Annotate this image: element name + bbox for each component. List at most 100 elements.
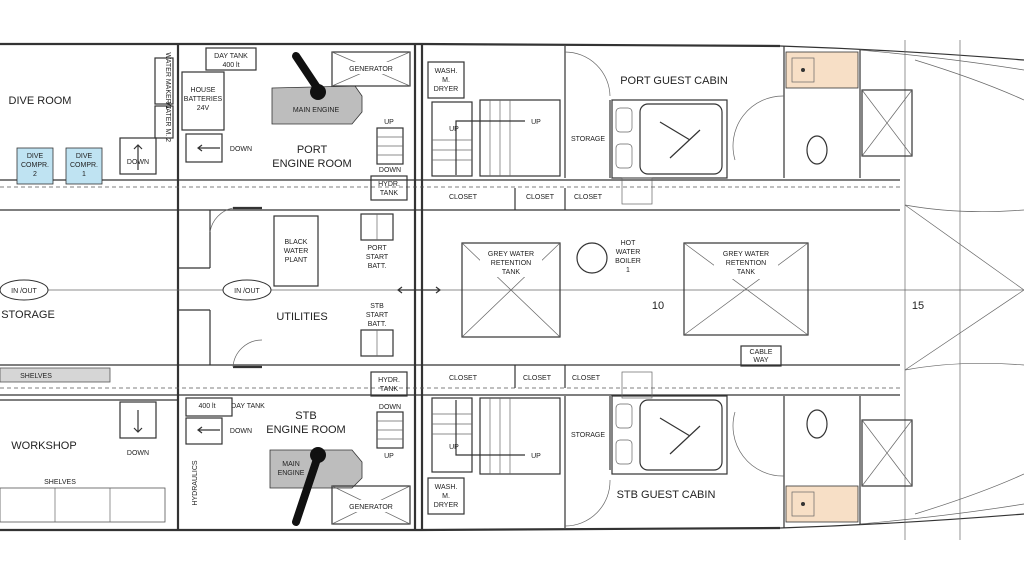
grey-tank-aft-label-b: RETENTION [491, 260, 531, 267]
stair-stb-engine-down: DOWN [379, 404, 401, 411]
port-start-batt-label-b: START [366, 254, 389, 261]
shelves-label: SHELVES [20, 373, 52, 380]
water-maker-1-label: WATER MAKER 1 [164, 52, 171, 109]
boiler-label-b: WATER [616, 249, 641, 256]
dive-compr-2-label-c: 2 [33, 171, 37, 178]
wash-dryer-stb-label-b: M. [442, 493, 450, 500]
grey-water-tank-fwd [683, 242, 809, 336]
shower-stb [861, 419, 913, 487]
hydraulics-label: HYDRAULICS [192, 460, 199, 505]
room-stb-engine-1: STB [295, 410, 316, 422]
room-port-engine-1: PORT [297, 144, 328, 156]
closet-stb-2: CLOSET [523, 375, 552, 382]
shelves-label-2: SHELVES [44, 479, 76, 486]
shower-port [861, 89, 913, 157]
shelves: SHELVES SHELVES [0, 367, 166, 523]
hydr-tank-port-label-a: HYDR. [378, 181, 400, 188]
hatch-down-dive-label: DOWN [127, 159, 149, 166]
room-dive-room: DIVE ROOM [9, 95, 72, 107]
in-out-storage-label: IN /OUT [11, 288, 37, 295]
dive-compr-1-label: DIVE [76, 153, 93, 160]
boiler-label-a: HOT [621, 240, 637, 247]
stair-port-cabin-up-1: UP [449, 126, 459, 133]
main-engine-port-label: MAIN ENGINE [293, 107, 340, 114]
bulkheads [0, 44, 1024, 530]
generator-stb-label: GENERATOR [349, 504, 393, 511]
black-water-plant [273, 215, 319, 287]
hatch-down-dive[interactable] [119, 137, 157, 175]
stair-port-cabin-up-2: UP [531, 119, 541, 126]
dive-compr-1-label-c: 1 [82, 171, 86, 178]
sink-stb [785, 485, 859, 523]
hatch-down-stb-engine[interactable] [185, 417, 223, 445]
wash-dryer-stb-label-c: DRYER [434, 502, 458, 509]
dive-compressor-2 [16, 147, 54, 185]
port-start-batt-label-c: BATT. [368, 263, 387, 270]
grey-tank-fwd-label-a: GREY WATER [723, 251, 769, 258]
day-tank-stb-volume: 400 lt [198, 403, 215, 410]
shelves-bottom [0, 487, 166, 523]
closet-port-3: CLOSET [574, 194, 603, 201]
room-port-engine-2: ENGINE ROOM [272, 158, 351, 170]
frame-15: 15 [912, 300, 924, 312]
cable-way-label-a: CABLE [750, 349, 773, 356]
house-batteries-label-c: 24V [197, 105, 210, 112]
hydr-tank-port [370, 175, 408, 201]
hatch-down-port-engine[interactable] [185, 133, 223, 163]
wash-dryer-port-label-b: M. [442, 77, 450, 84]
day-tank-stb [185, 397, 233, 417]
room-storage: STORAGE [1, 309, 55, 321]
stair-stb-engine-up: UP [384, 453, 394, 460]
room-workshop: WORKSHOP [11, 440, 76, 452]
wash-dryer-stb [427, 477, 465, 515]
hydr-tank-port-label-b: TANK [380, 190, 398, 197]
room-port-guest-cabin: PORT GUEST CABIN [620, 75, 728, 87]
in-out-utilities-label: IN /OUT [234, 288, 260, 295]
closet-stb-1: CLOSET [449, 375, 478, 382]
stair-port-cabin[interactable] [431, 99, 561, 177]
toilet-port [806, 135, 828, 165]
black-water-plant-label-c: PLANT [285, 257, 308, 264]
hatch-down-stb-engine-label: DOWN [230, 428, 252, 435]
hatch-down-workshop[interactable] [119, 401, 157, 439]
stb-start-batt-label-b: START [366, 312, 389, 319]
in-out-storage [0, 279, 49, 301]
grey-tank-fwd-label-b: RETENTION [726, 260, 766, 267]
hatch-down-workshop-label: DOWN [127, 450, 149, 457]
house-batteries-label-b: BATTERIES [184, 96, 223, 103]
port-start-batt-label-a: PORT [367, 245, 387, 252]
sink-port [785, 51, 859, 89]
wash-dryer-stb-label-a: WASH. [435, 484, 458, 491]
grey-tank-aft-label-c: TANK [502, 269, 520, 276]
room-utilities: UTILITIES [276, 311, 327, 323]
hydr-tank-stb-label-a: HYDR. [378, 377, 400, 384]
closet-stb-3: CLOSET [572, 375, 601, 382]
day-tank-port-volume: 400 lt [222, 62, 239, 69]
wash-dryer-port [427, 61, 465, 99]
dive-compr-1-label-b: COMPR. [70, 162, 98, 169]
stair-stb-cabin[interactable] [431, 397, 561, 475]
toilet-stb [806, 409, 828, 439]
main-engine-stb-label-b: ENGINE [278, 470, 305, 477]
house-batteries-label-a: HOUSE [191, 87, 216, 94]
hot-water-boiler [576, 242, 608, 274]
frame-10: 10 [652, 300, 664, 312]
day-tank-stb-label: DAY TANK [231, 403, 265, 410]
hatch-down-port-engine-label: DOWN [230, 146, 252, 153]
stair-port-engine-down: DOWN [379, 167, 401, 174]
dive-compressor-1 [65, 147, 103, 185]
grey-tank-aft-label-a: GREY WATER [488, 251, 534, 258]
cable-way-label-b: WAY [753, 357, 768, 364]
shelves-top [0, 367, 111, 383]
bed-port [611, 99, 728, 179]
hydr-tank-stb [370, 371, 408, 397]
main-engine-stb-label-a: MAIN [282, 461, 300, 468]
stair-port-engine-up: UP [384, 119, 394, 126]
bed-stb [611, 395, 728, 475]
generator-port [331, 51, 411, 87]
closet-port-2: CLOSET [526, 194, 555, 201]
black-water-plant-label-b: WATER [284, 248, 309, 255]
stb-start-batt-label-c: BATT. [368, 321, 387, 328]
generator-port-label: GENERATOR [349, 66, 393, 73]
